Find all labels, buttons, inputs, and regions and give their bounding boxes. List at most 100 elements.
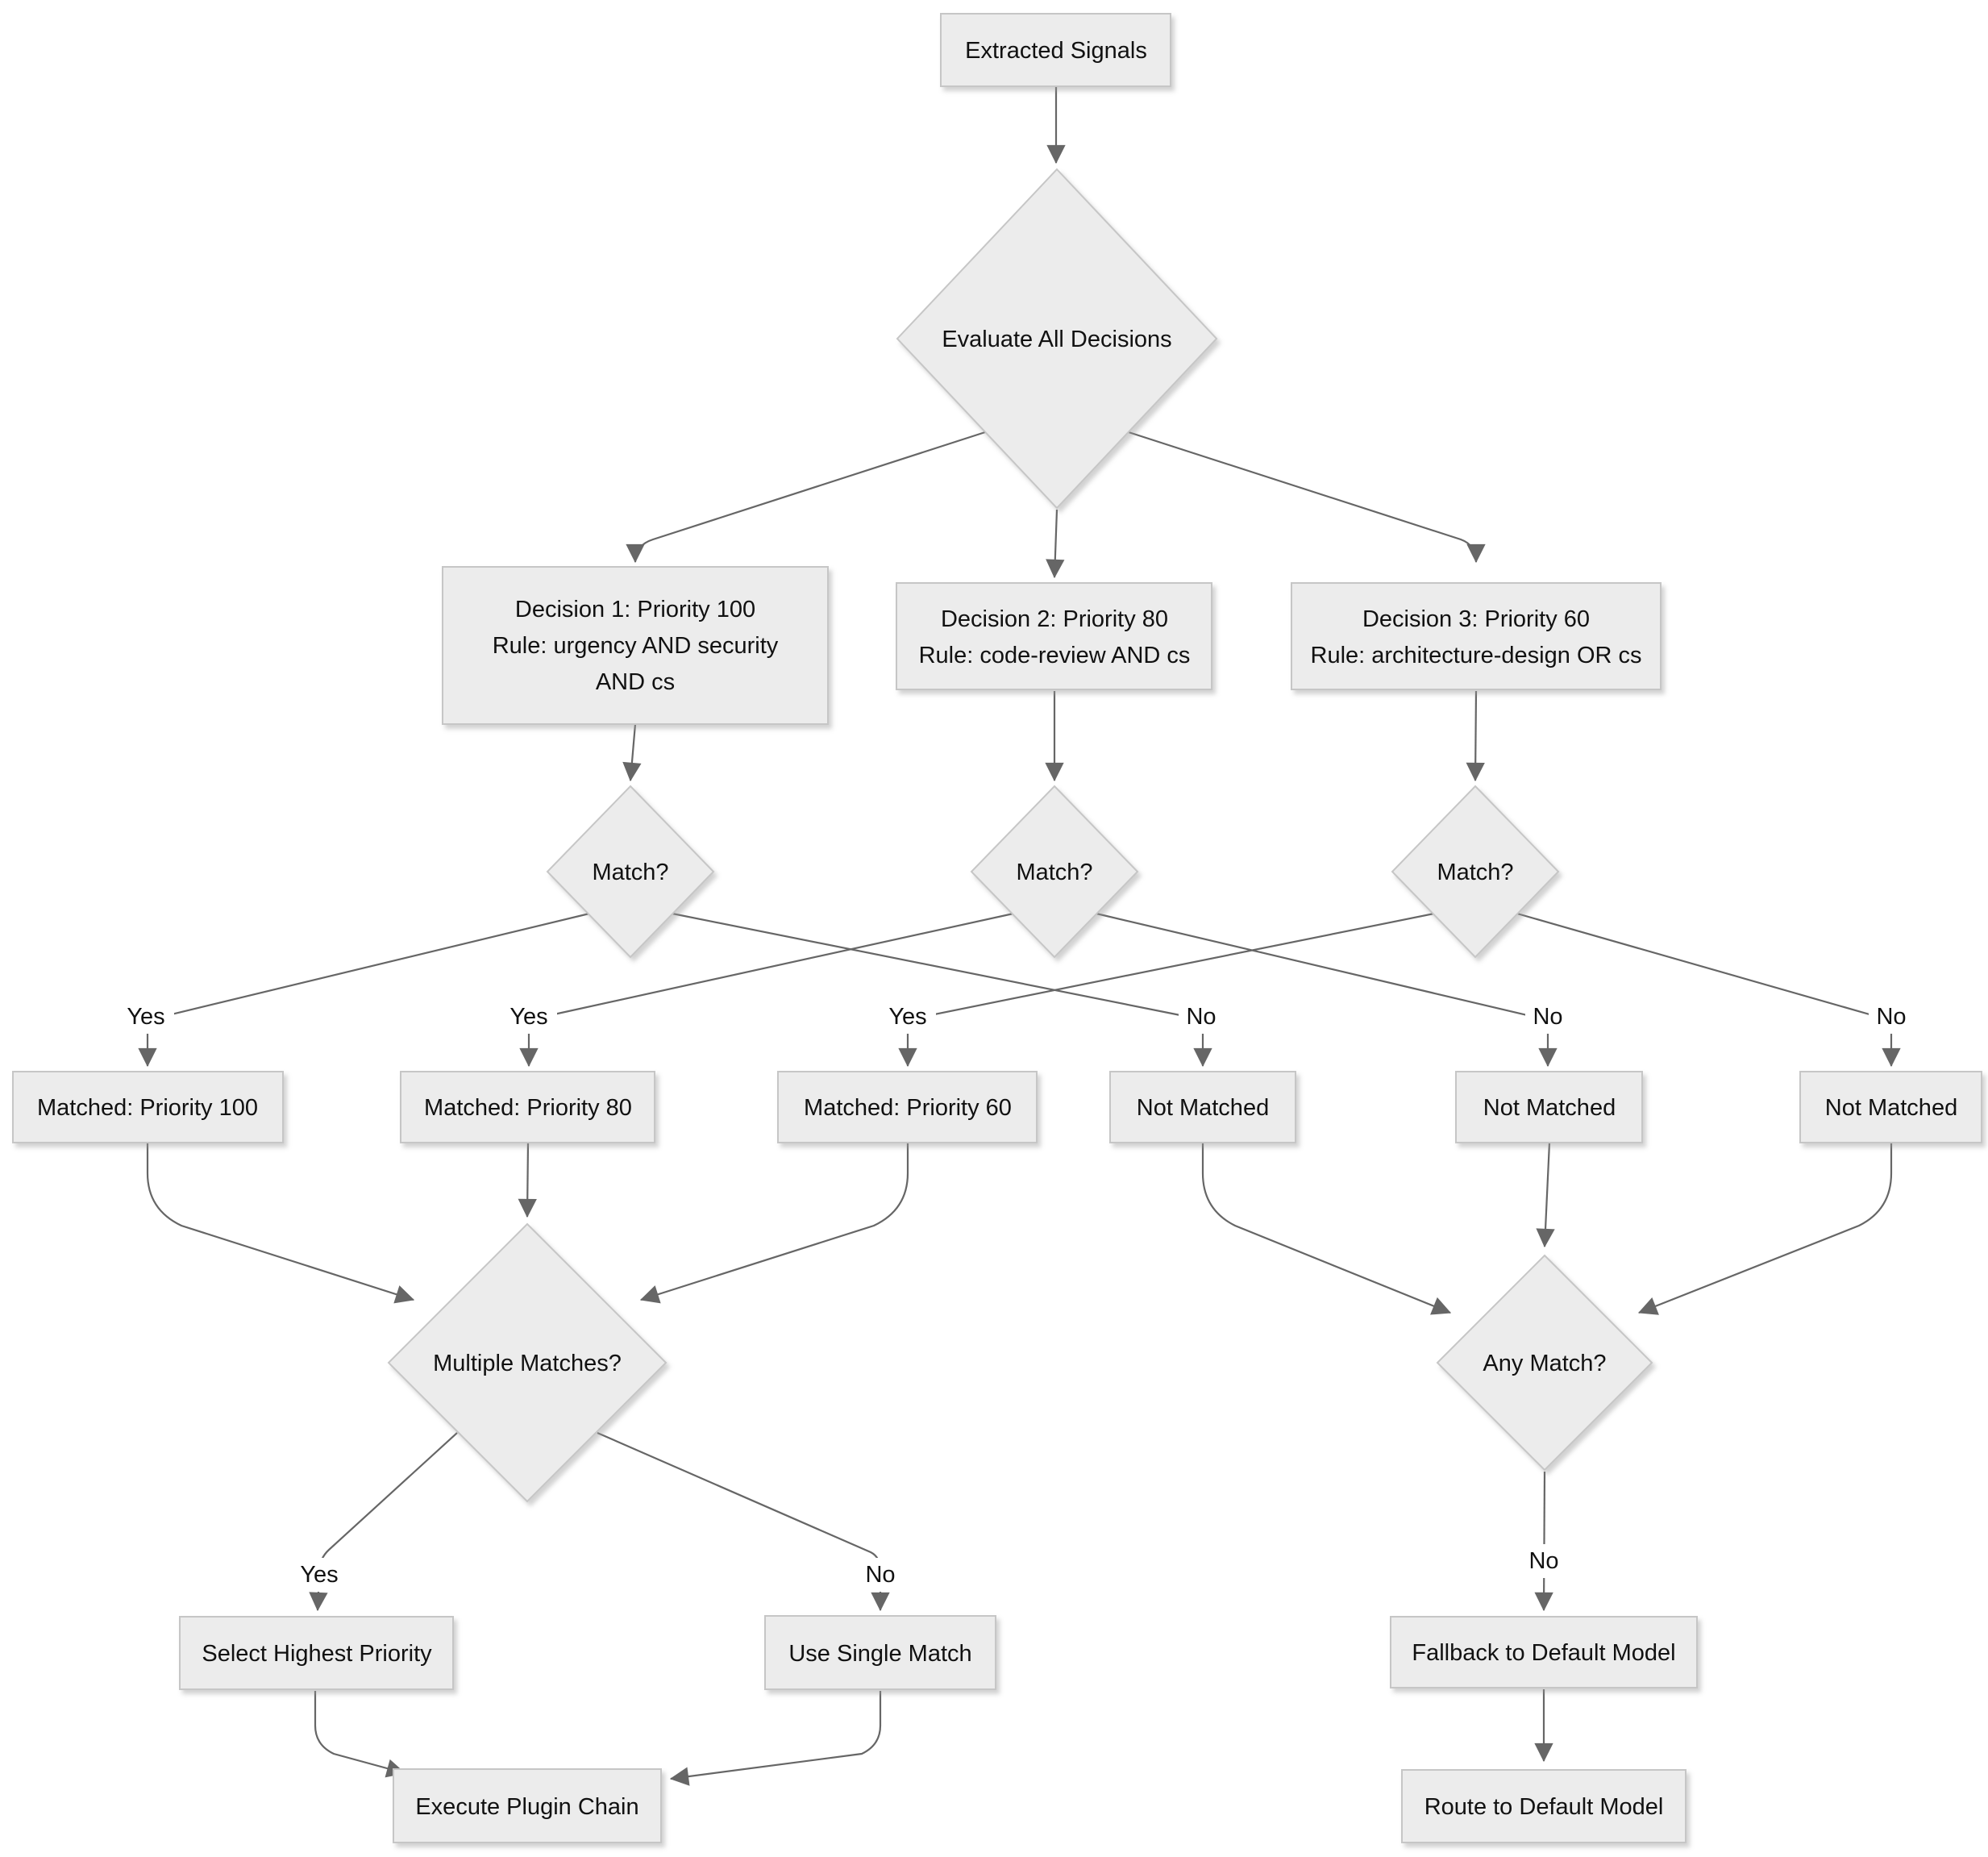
edge-label-multiple-no: No [865,1562,895,1588]
edge-matched60-to-multiple [639,1143,909,1304]
node-decision2-line2: Rule: code-review AND cs [919,643,1191,668]
edge-label-match3-yes: Yes [888,1004,926,1030]
node-matched-60-label: Matched: Priority 60 [804,1095,1012,1121]
node-match1-label: Match? [592,860,668,885]
node-matched-80: Matched: Priority 80 [400,1071,655,1143]
node-match3-shape [1391,785,1560,959]
edge-label-bg [118,1000,174,1034]
node-route-default-model-shape [1401,1769,1686,1843]
edge-single-to-execute [669,1691,882,1786]
node-matched-60: Matched: Priority 60 [777,1071,1038,1143]
edge-label-bg [858,1558,903,1592]
node-multiple-matches: Multiple Matches? [387,1222,668,1503]
edge-label-match3-no: No [1876,1004,1906,1030]
edge-matched100-to-multiple [146,1143,415,1304]
node-extracted-signals: Extracted Signals [940,13,1171,87]
node-decision1: Decision 1: Priority 100 Rule: urgency A… [442,566,829,725]
node-evaluate-all-decisions-shape [896,168,1218,510]
node-not-matched-1: Not Matched [1109,1071,1296,1143]
node-evaluate-all-decisions-label: Evaluate All Decisions [942,327,1171,352]
edge-evaluate-to-decision1 [626,431,986,564]
node-match3: Match? [1391,785,1560,959]
node-any-match-shape [1436,1254,1653,1472]
node-any-match-label: Any Match? [1483,1351,1606,1376]
edge-match3-yes [898,912,1435,1068]
edge-notmatched2-to-anymatch [1536,1142,1555,1248]
node-decision1-line3: AND cs [596,669,675,695]
node-any-match: Any Match? [1436,1254,1653,1472]
node-decision1-shape [442,566,829,725]
node-decision1-line1: Decision 1: Priority 100 [515,597,755,622]
node-not-matched-3: Not Matched [1799,1071,1982,1143]
edge-label-anymatch-no: No [1528,1548,1558,1574]
node-multiple-matches-shape [387,1222,668,1503]
edge-evaluate-to-decision2 [1046,509,1065,579]
node-not-matched-2: Not Matched [1455,1071,1643,1143]
node-execute-plugin-chain-shape [393,1768,662,1843]
edge-label-bg [291,1558,347,1592]
edge-label-match1-no: No [1186,1004,1216,1030]
node-use-single-match-shape [764,1615,996,1690]
node-route-default-model: Route to Default Model [1401,1769,1686,1843]
node-execute-plugin-chain: Execute Plugin Chain [393,1768,662,1843]
node-not-matched-3-label: Not Matched [1825,1095,1957,1121]
node-extracted-signals-label: Extracted Signals [965,38,1147,64]
node-decision1-line2: Rule: urgency AND security [493,633,779,659]
edge-notmatched1-to-anymatch [1201,1143,1452,1315]
edge-notmatched3-to-anymatch [1637,1143,1893,1315]
node-use-single-match: Use Single Match [764,1615,996,1690]
edge-label-bg [1521,1544,1566,1578]
node-match1-shape [546,785,715,959]
edge-label-match2-yes: Yes [509,1004,547,1030]
node-not-matched-1-label: Not Matched [1137,1095,1269,1121]
edge-label-bg [1179,1000,1224,1034]
node-decision3-line2: Rule: architecture-design OR cs [1311,643,1642,668]
edge-label-match1-yes: Yes [127,1004,164,1030]
edge-select-to-execute [314,1691,406,1778]
node-select-highest-priority-label: Select Highest Priority [202,1641,432,1667]
node-matched-100-label: Matched: Priority 100 [37,1095,258,1121]
node-evaluate-all-decisions: Evaluate All Decisions [896,168,1218,510]
node-match2: Match? [970,785,1139,959]
node-not-matched-2-shape [1455,1071,1643,1143]
node-group: Extracted Signals Evaluate All Decisions… [12,13,1982,1843]
node-decision2-shape [896,582,1212,690]
node-multiple-matches-label: Multiple Matches? [433,1351,622,1376]
edge-multiple-no [597,1431,890,1612]
node-fallback-default-model-label: Fallback to Default Model [1412,1640,1675,1666]
node-matched-80-label: Matched: Priority 80 [424,1095,632,1121]
edge-label-bg [880,1000,936,1034]
node-route-default-model-label: Route to Default Model [1424,1794,1664,1820]
node-matched-100-shape [12,1071,284,1143]
node-select-highest-priority: Select Highest Priority [179,1616,454,1690]
edge-match2-yes [519,912,1014,1068]
edge-label-bg [1525,1000,1570,1034]
node-fallback-default-model-shape [1390,1616,1698,1688]
edge-matched80-to-multiple [518,1142,537,1218]
edge-match1-yes [138,912,590,1068]
node-not-matched-1-shape [1109,1071,1296,1143]
node-decision2-line1: Decision 2: Priority 80 [941,606,1168,632]
edge-label-group: Yes Yes Yes No No No Yes No No [118,1000,1914,1592]
edge-match3-no [1516,912,1901,1068]
node-decision3: Decision 3: Priority 60 Rule: architectu… [1291,582,1662,690]
edge-anymatch-no [1534,1471,1553,1612]
node-fallback-default-model: Fallback to Default Model [1390,1616,1698,1688]
edge-evaluate-to-decision3 [1128,431,1486,564]
edge-label-bg [1869,1000,1914,1034]
edge-label-match2-no: No [1533,1004,1562,1030]
node-decision3-line1: Decision 3: Priority 60 [1362,606,1590,632]
node-decision2: Decision 2: Priority 80 Rule: code-revie… [896,582,1212,690]
node-matched-80-shape [400,1071,655,1143]
node-not-matched-3-shape [1799,1071,1982,1143]
edge-match1-no [672,912,1212,1068]
edge-decision3-to-match3 [1466,690,1485,782]
node-match1: Match? [546,785,715,959]
node-matched-60-shape [777,1071,1038,1143]
node-match2-shape [970,785,1139,959]
node-not-matched-2-label: Not Matched [1483,1095,1616,1121]
node-extracted-signals-shape [940,13,1171,87]
node-match3-label: Match? [1437,860,1513,885]
